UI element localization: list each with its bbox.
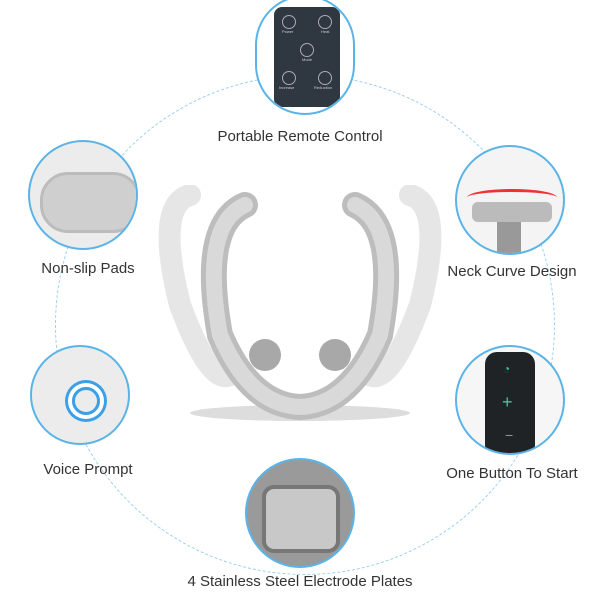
feature-label: Voice Prompt	[43, 461, 133, 478]
feature-label: One Button To Start	[446, 465, 578, 482]
remote-control-icon: Power Heat Mode Increase Reduction	[274, 7, 340, 107]
feature-label: Portable Remote Control	[217, 128, 383, 145]
feature-label: 4 Stainless Steel Electrode Plates	[187, 573, 413, 590]
remote-mode-label: Mode	[302, 57, 313, 62]
pad-icon	[28, 140, 138, 250]
feature-label: Neck Curve Design	[447, 263, 577, 280]
feature-label: Non-slip Pads	[41, 260, 135, 277]
voice-icon	[30, 345, 130, 445]
remote-increase-label: Increase	[279, 85, 295, 90]
neck-massager-image	[158, 185, 442, 421]
neck-curve-icon	[455, 145, 565, 255]
remote-heat-label: Heat	[321, 29, 330, 34]
remote-reduction-label: Reduction	[314, 85, 333, 90]
electrode-icon	[245, 458, 355, 568]
feature-remote-bubble: Power Heat Mode Increase Reduction	[255, 0, 355, 115]
button-panel-icon: ◔ + −	[455, 345, 565, 455]
remote-power-label: Power	[282, 29, 294, 34]
